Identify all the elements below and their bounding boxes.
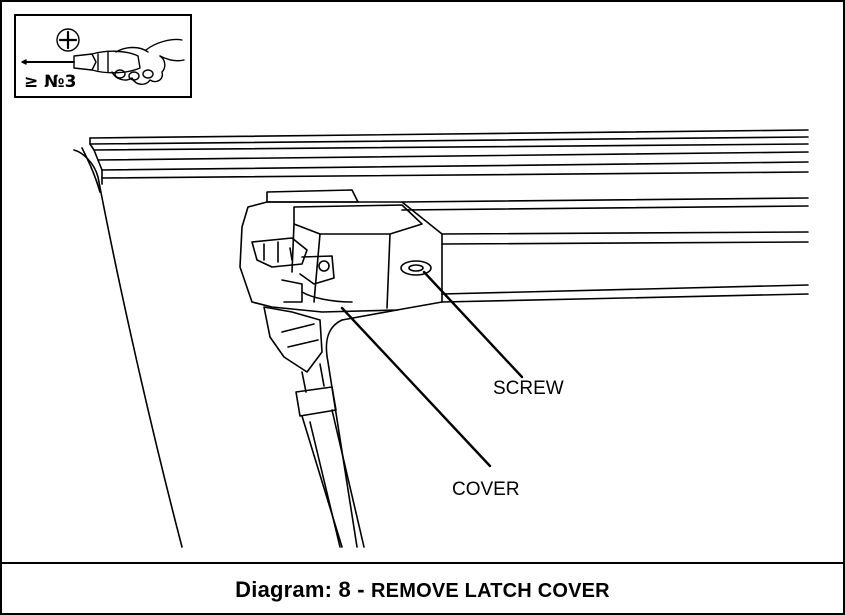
panel-edge [73,149,183,548]
panel-inner-curve [325,319,358,548]
cover-callout-label: COVER [452,479,520,500]
phillips-screwdriver-icon [21,28,185,85]
caption-bar: Diagram: 8 - REMOVE LATCH COVER [0,562,845,615]
latch-housing [266,189,359,203]
diagram-caption: Diagram: 8 - REMOVE LATCH COVER [235,577,610,603]
screw-leader [422,270,524,379]
latch-mechanism [251,237,308,268]
diagram-number: Diagram: 8 - [235,576,372,602]
tool-requirement-box: ≥ №3 [14,14,192,98]
screw-callout-label: SCREW [493,378,564,399]
top-rail [89,129,809,171]
screwdriver-size-label: ≥ №3 [24,72,77,92]
screw [400,260,432,276]
diagram-step-title: REMOVE LATCH COVER [371,579,610,602]
cover-leader [340,306,492,468]
latch-illustration [73,129,809,548]
main-beam [441,231,809,303]
panel-edge-inner [81,147,101,193]
gas-strut [263,306,323,373]
